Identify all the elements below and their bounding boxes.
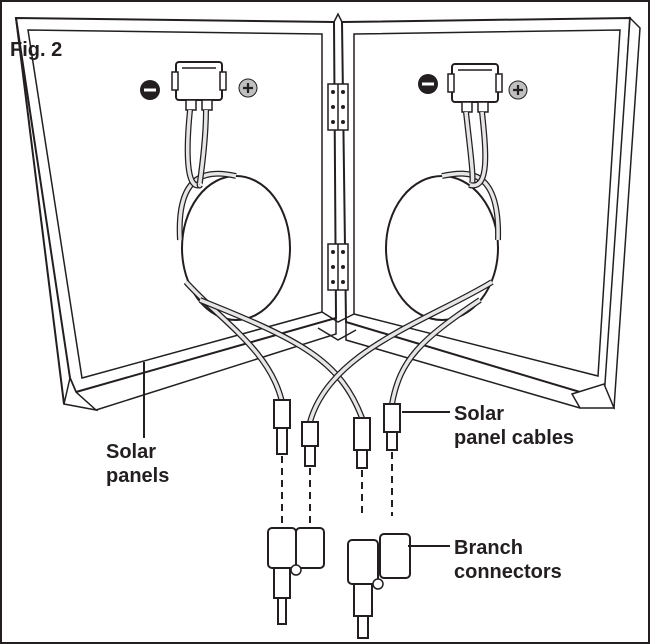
upper-hinge bbox=[327, 83, 349, 131]
right-cable-coil bbox=[385, 111, 502, 321]
right-branch-connector bbox=[347, 533, 411, 639]
panel-seam bbox=[317, 12, 357, 341]
lower-hinge bbox=[327, 243, 349, 291]
branch-connectors-label-line1: Branch bbox=[454, 537, 523, 559]
solar-panel-cables-label-line1: Solar bbox=[454, 403, 505, 425]
branch-connectors-label: Branch connectors bbox=[454, 536, 562, 584]
left-negative-icon bbox=[140, 80, 160, 100]
leader-lines bbox=[143, 362, 450, 547]
figure-label: Fig. 2 bbox=[10, 39, 63, 61]
right-negative-icon bbox=[418, 74, 438, 94]
branch-connectors-label-line2: connectors bbox=[454, 561, 562, 583]
left-branch-connector bbox=[267, 527, 325, 625]
left-cable-coil bbox=[176, 109, 291, 321]
cable-connector-4 bbox=[383, 403, 401, 451]
solar-panels-label: Solar panels bbox=[106, 440, 169, 488]
solar-panels-label-line1: Solar bbox=[106, 441, 157, 463]
right-positive-icon bbox=[508, 80, 528, 100]
cable-connector-3 bbox=[353, 417, 371, 469]
solar-panel-cables-label: Solar panel cables bbox=[454, 402, 574, 450]
solar-panels-label-line2: panels bbox=[106, 465, 170, 487]
connection-guides bbox=[281, 452, 393, 528]
cable-connector-1 bbox=[273, 399, 291, 455]
left-positive-icon bbox=[238, 78, 258, 98]
cable-connector-2 bbox=[301, 421, 319, 467]
solar-panel-cables bbox=[183, 279, 494, 423]
solar-panel-cables-label-line2: panel cables bbox=[454, 427, 575, 449]
